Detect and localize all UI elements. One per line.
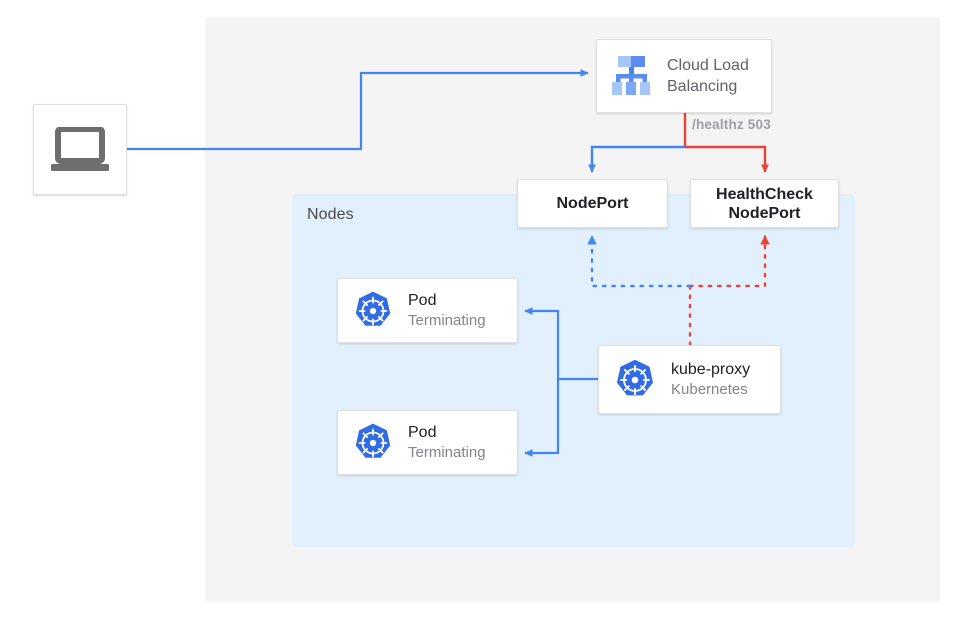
pod-1-title: Pod	[408, 292, 437, 309]
kube-proxy-text: kube-proxy Kubernetes	[671, 360, 750, 399]
kube-proxy-title: kube-proxy	[671, 361, 751, 378]
hcnp-line-1: HealthCheck	[716, 185, 813, 203]
kubernetes-icon	[616, 359, 654, 395]
nodeport-label: NodePort	[556, 195, 629, 212]
nodeport-node[interactable]: NodePort	[517, 179, 668, 228]
pod-2-title: Pod	[408, 424, 437, 441]
nodes-panel-label: Nodes	[307, 206, 354, 223]
healthz-label: /healthz 503	[692, 117, 771, 132]
healthcheck-nodeport-node[interactable]: HealthCheck NodePort	[690, 179, 839, 228]
pod-2-status: Terminating	[408, 444, 486, 461]
kubernetes-icon	[355, 291, 391, 326]
kubernetes-icon	[355, 423, 391, 458]
clb-line-1: Cloud Load	[667, 57, 749, 74]
kube-proxy-subtitle: Kubernetes	[671, 381, 748, 398]
cloud-load-balancing-label: Cloud Load Balancing	[667, 55, 749, 97]
pod-node-2[interactable]: Pod Terminating	[337, 410, 518, 475]
pod-1-text: Pod Terminating	[408, 291, 486, 330]
healthcheck-nodeport-label: HealthCheck NodePort	[716, 185, 813, 223]
pod-1-status: Terminating	[408, 312, 486, 329]
hcnp-line-2: NodePort	[728, 204, 801, 222]
kube-proxy-node[interactable]: kube-proxy Kubernetes	[598, 345, 781, 414]
pod-node-1[interactable]: Pod Terminating	[337, 278, 518, 343]
cloud-load-balancing-icon	[612, 56, 650, 95]
client-node[interactable]	[33, 104, 127, 195]
clb-line-2: Balancing	[667, 78, 738, 95]
laptop-icon	[51, 126, 109, 171]
pod-2-text: Pod Terminating	[408, 423, 486, 462]
cloud-load-balancing-node[interactable]: Cloud Load Balancing	[596, 39, 772, 113]
